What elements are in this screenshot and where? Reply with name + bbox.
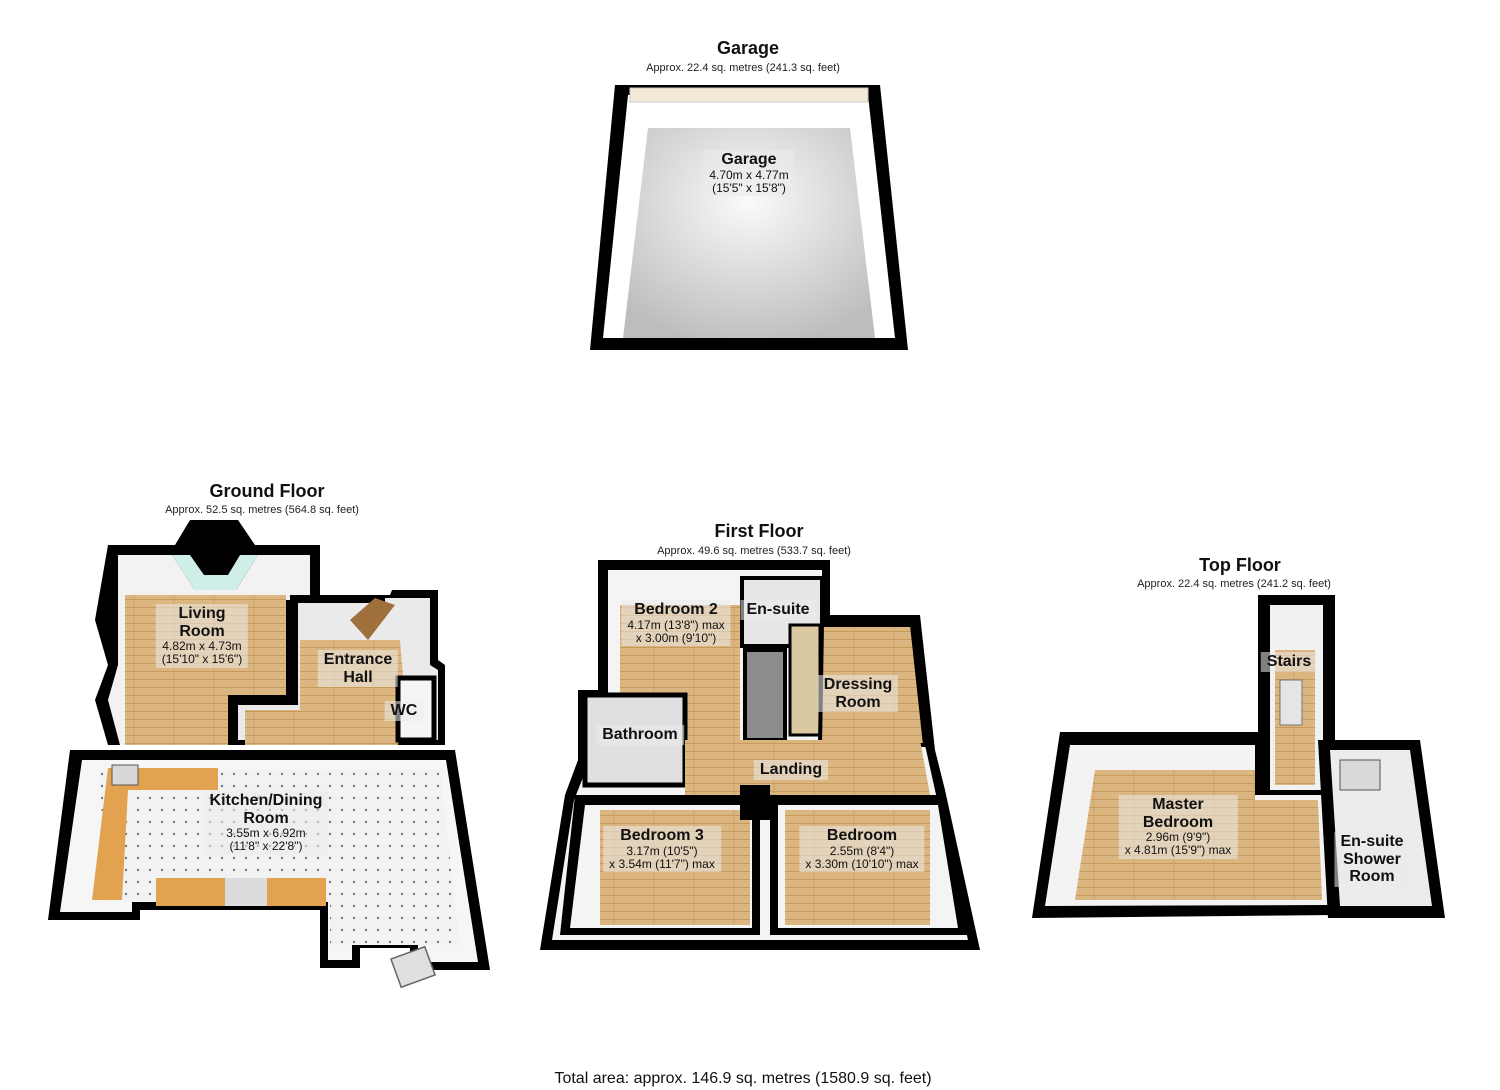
room-label-bedroom-2: Bedroom 2 4.17m (13'8") max x 3.00m (9'1…	[621, 600, 731, 646]
room-name: Garage	[721, 151, 777, 168]
total-area: Total area: approx. 146.9 sq. metres (15…	[554, 1070, 932, 1087]
room-dimensions-2: x 3.00m (9'10")	[635, 630, 717, 645]
garage-area: Approx. 22.4 sq. metres (241.3 sq. feet)	[646, 62, 840, 74]
room-dimensions: 2.55m (8'4")	[829, 843, 895, 858]
room-name-line2: Room	[179, 622, 225, 640]
garage-title: Garage	[716, 38, 780, 58]
room-label-wc: WC	[384, 701, 424, 721]
room-name-line2: Shower	[1343, 850, 1401, 868]
room-dimensions-imperial: (15'10" x 15'6")	[161, 652, 243, 667]
room-name: Master	[1152, 796, 1204, 813]
room-dimensions: 3.55m x 6.92m	[226, 826, 306, 841]
room-name: WC	[390, 702, 418, 719]
top-floor-area: Approx. 22.4 sq. metres (241.2 sq. feet)	[1137, 578, 1331, 590]
room-name: Bedroom	[826, 827, 898, 844]
room-name: Bedroom 2	[634, 601, 718, 618]
room-dimensions-imperial: (15'5" x 15'8")	[712, 180, 786, 195]
garage-plan	[590, 85, 908, 350]
room-name: Bathroom	[602, 726, 678, 743]
room-name: Living	[178, 605, 226, 622]
room-dimensions: 4.70m x 4.77m	[709, 167, 789, 182]
room-name: Bedroom 3	[620, 827, 704, 844]
room-name: En-suite	[1340, 833, 1404, 850]
room-label-entrance-hall: Entrance Hall	[317, 650, 399, 688]
room-dimensions-2: x 4.81m (15'9") max	[1124, 843, 1232, 858]
room-dimensions: 2.96m (9'9")	[1145, 830, 1211, 845]
room-name: Landing	[759, 761, 823, 778]
room-name: Kitchen/Dining	[209, 792, 323, 809]
first-floor-area: Approx. 49.6 sq. metres (533.7 sq. feet)	[657, 545, 851, 557]
room-dimensions-2: x 3.30m (10'10") max	[805, 856, 919, 871]
room-dimensions: 3.17m (10'5")	[626, 843, 698, 858]
ground-floor-title: Ground Floor	[209, 481, 325, 501]
room-label-living-room: Living Room 4.82m x 4.73m (15'10" x 15'6…	[155, 604, 249, 668]
room-dimensions: 4.82m x 4.73m	[162, 639, 242, 654]
room-dimensions-2: x 3.54m (11'7") max	[609, 856, 715, 871]
room-label-en-suite: En-suite	[740, 600, 816, 620]
room-label-en-suite-shower-room: En-suite Shower Room	[1334, 832, 1410, 887]
room-label-bathroom: Bathroom	[596, 725, 684, 745]
room-name-line2: Hall	[343, 668, 373, 686]
room-name: En-suite	[746, 601, 810, 618]
room-name-line2: Bedroom	[1142, 813, 1214, 831]
room-label-kitchen-dining: Kitchen/Dining Room 3.55m x 6.92m (11'8"…	[203, 791, 329, 855]
room-name-line2: Room	[243, 809, 289, 827]
room-label-bedroom: Bedroom 2.55m (8'4") x 3.30m (10'10") ma…	[799, 826, 925, 872]
top-floor-title: Top Floor	[1199, 555, 1281, 575]
room-label-landing: Landing	[753, 760, 829, 780]
room-label-master-bedroom: Master Bedroom 2.96m (9'9") x 4.81m (15'…	[1118, 795, 1238, 859]
room-label-dressing-room: Dressing Room	[817, 675, 899, 713]
room-name: Dressing	[823, 676, 893, 693]
room-label-stairs: Stairs	[1260, 652, 1318, 672]
first-floor-title: First Floor	[714, 521, 804, 541]
room-name-line2: Room	[835, 693, 881, 711]
ground-floor-area: Approx. 52.5 sq. metres (564.8 sq. feet)	[165, 504, 359, 516]
room-name: Stairs	[1266, 653, 1312, 670]
room-dimensions-imperial: (11'8" x 22'8")	[229, 839, 303, 854]
room-dimensions: 4.17m (13'8") max	[627, 617, 725, 632]
ground-floor-plan	[48, 520, 490, 989]
room-label-bedroom-3: Bedroom 3 3.17m (10'5") x 3.54m (11'7") …	[603, 826, 721, 872]
room-name: Entrance	[323, 651, 393, 668]
room-name-line3: Room	[1349, 868, 1395, 886]
room-label-garage: Garage 4.70m x 4.77m (15'5" x 15'8")	[703, 150, 795, 196]
